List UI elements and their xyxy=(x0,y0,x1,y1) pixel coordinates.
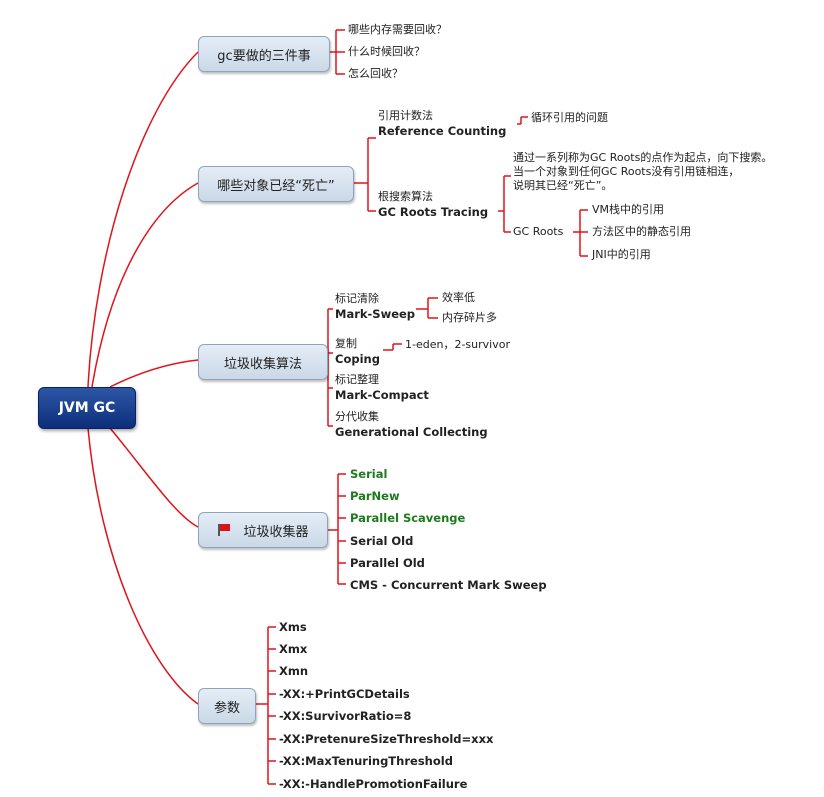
gcroots-item: JNI中的引用 xyxy=(592,248,651,261)
mark-sweep-note: 效率低 xyxy=(442,291,475,304)
collectors-label: 垃圾收集器 xyxy=(243,524,309,540)
collector-item: CMS - Concurrent Mark Sweep xyxy=(350,578,547,592)
param-item: -XX:MaxTenuringThreshold xyxy=(279,754,453,768)
branch-gc-tasks[interactable]: gc要做的三件事 xyxy=(198,36,330,72)
coping-en: Coping xyxy=(335,352,380,366)
gcroots-item: 方法区中的静态引用 xyxy=(592,225,691,238)
param-item: Xmx xyxy=(279,642,308,656)
branch-gc-collectors[interactable]: 垃圾收集器 xyxy=(198,512,328,548)
refcount-cn: 引用计数法 xyxy=(378,109,433,122)
branch-dead-objects[interactable]: 哪些对象已经“死亡” xyxy=(198,166,354,202)
gc-task-item: 哪些内存需要回收？ xyxy=(348,23,447,36)
gc-task-item: 怎么回收？ xyxy=(348,67,403,80)
roots-desc-line: 说明其已经“死亡”。 xyxy=(513,179,613,192)
generational-en: Generational Collecting xyxy=(335,425,488,439)
coping-cn: 复制 xyxy=(335,337,357,350)
param-item: Xms xyxy=(279,620,307,634)
branch-params[interactable]: 参数 xyxy=(198,688,256,724)
collector-item: Parallel Old xyxy=(350,556,425,570)
roots-desc-line: 当一个对象到任何GC Roots没有引用链相连， xyxy=(513,165,740,178)
collector-item: Parallel Scavenge xyxy=(350,511,466,525)
refcount-en: Reference Counting xyxy=(378,124,507,138)
param-item: -XX:+PrintGCDetails xyxy=(279,687,410,701)
collector-item: ParNew xyxy=(350,489,400,503)
gcroots-item: VM栈中的引用 xyxy=(592,203,665,216)
coping-note: 1-eden，2-survivor xyxy=(405,338,510,351)
central-node[interactable]: JVM GC xyxy=(38,387,136,429)
mark-compact-en: Mark-Compact xyxy=(335,388,429,402)
collector-item: Serial xyxy=(350,467,388,481)
param-item: -XX:-HandlePromotionFailure xyxy=(279,777,468,791)
mark-sweep-cn: 标记清除 xyxy=(335,292,379,305)
branch-gc-algorithms[interactable]: 垃圾收集算法 xyxy=(198,344,328,380)
roots-en: GC Roots Tracing xyxy=(378,205,489,219)
generational-cn: 分代收集 xyxy=(335,410,379,423)
collector-item: Serial Old xyxy=(350,534,414,548)
mark-sweep-en: Mark-Sweep xyxy=(335,307,416,321)
mark-compact-cn: 标记整理 xyxy=(335,373,379,386)
roots-desc-line: 通过一系列称为GC Roots的点作为起点，向下搜索。 xyxy=(513,151,773,164)
mark-sweep-note: 内存碎片多 xyxy=(442,311,497,324)
refcount-note: 循环引用的问题 xyxy=(531,111,608,124)
param-item: -XX:PretenureSizeThreshold=xxx xyxy=(279,732,494,746)
roots-cn: 根搜索算法 xyxy=(378,190,433,203)
param-item: Xmn xyxy=(279,664,309,678)
flag-icon xyxy=(217,524,231,536)
gc-task-item: 什么时候回收？ xyxy=(348,45,425,58)
param-item: -XX:SurvivorRatio=8 xyxy=(279,709,412,723)
gcroots-label: GC Roots xyxy=(513,225,564,238)
